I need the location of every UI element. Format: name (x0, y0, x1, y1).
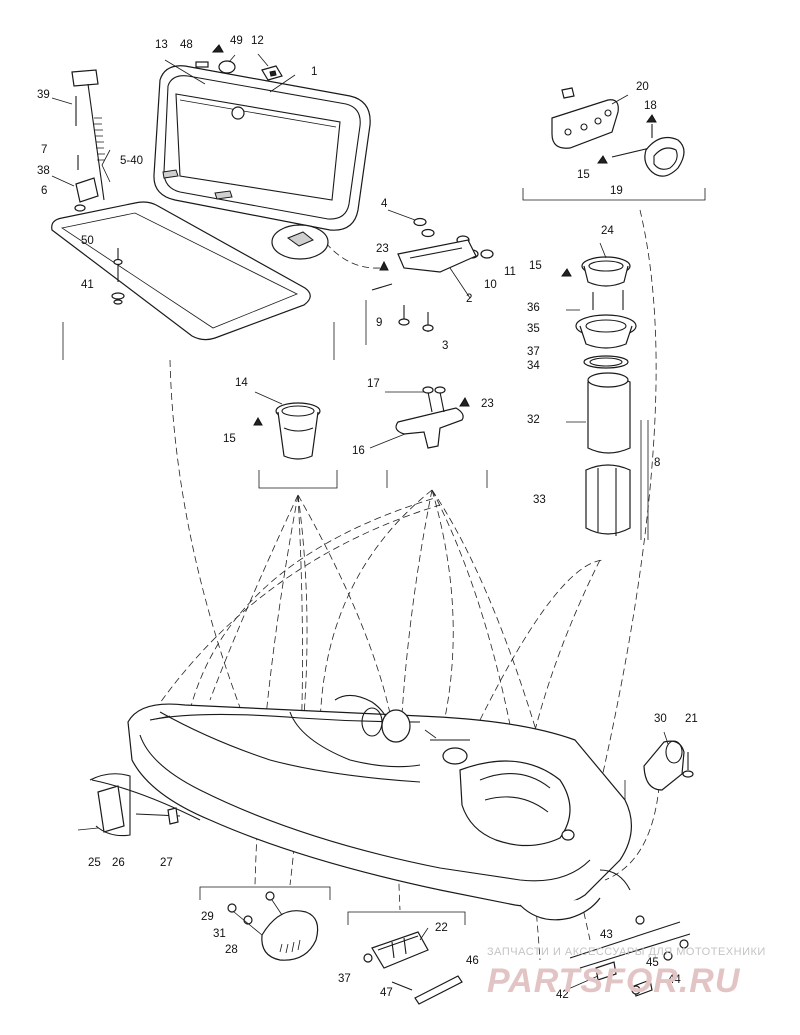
callout-c15b: 15 (529, 260, 542, 272)
callout-c45: 45 (646, 957, 659, 969)
callout-c10: 10 (484, 279, 497, 291)
callout-c42: 42 (556, 989, 569, 1001)
callout-c20: 20 (636, 81, 649, 93)
callout-c27: 27 (160, 857, 173, 869)
callout-c25: 25 (88, 857, 101, 869)
callout-c49: 49 (230, 35, 243, 47)
callout-c15a: 15 (577, 169, 590, 181)
callout-c37a: 37 (527, 346, 540, 358)
mooring-cleat (369, 386, 470, 449)
fuel-filler (561, 242, 637, 536)
callout-c29: 29 (201, 911, 214, 923)
callout-c23b: 23 (481, 398, 494, 410)
callout-c39: 39 (37, 89, 50, 101)
callout-c43: 43 (600, 929, 613, 941)
callout-c33: 33 (533, 494, 546, 506)
callout-c48: 48 (180, 39, 193, 51)
callout-c18: 18 (644, 100, 657, 112)
callout-c41: 41 (81, 279, 94, 291)
callout-c21: 21 (685, 713, 698, 725)
callout-c37b: 37 (338, 973, 351, 985)
callout-c35: 35 (527, 323, 540, 335)
callout-c44: 44 (668, 974, 681, 986)
callout-c2: 2 (466, 293, 472, 305)
watermark: ЗАПЧАСТИ И АКСЕССУАРЫ ДЛЯ МОТОТЕХНИКИ PA… (487, 946, 766, 1000)
lock-plate (363, 927, 463, 1005)
callout-c17: 17 (367, 378, 380, 390)
clip-assembly (565, 915, 691, 997)
callout-c15c: 15 (223, 433, 236, 445)
callout-c3: 3 (442, 340, 448, 352)
callout-c34: 34 (527, 360, 540, 372)
callout-c26: 26 (112, 857, 125, 869)
callout-c22: 22 (435, 922, 448, 934)
callout-c46: 46 (466, 955, 479, 967)
callout-c4: 4 (381, 198, 388, 210)
compartment-opening (51, 201, 311, 341)
watercraft-hull (77, 694, 633, 921)
callout-c11: 11 (504, 266, 516, 278)
callout-c36: 36 (527, 302, 540, 314)
callout-c16: 16 (352, 445, 365, 457)
cup-holder (253, 391, 321, 460)
callout-c31: 31 (213, 928, 226, 940)
callout-c28: 28 (225, 944, 238, 956)
watermark-brand: PARTSFOR.RU (487, 962, 741, 1000)
vent-cover (227, 891, 319, 961)
latch-parts (195, 44, 283, 81)
callout-c9: 9 (376, 317, 382, 329)
hinge-spring (51, 69, 105, 212)
callout-c23a: 23 (376, 243, 389, 255)
steering-bracket (551, 87, 685, 177)
watermark-tagline: ЗАПЧАСТИ И АКСЕССУАРЫ ДЛЯ МОТОТЕХНИКИ (487, 946, 766, 958)
storage-lid (153, 59, 371, 260)
callout-c32: 32 (527, 414, 540, 426)
group-brackets (62, 149, 706, 925)
callout-c30: 30 (654, 713, 667, 725)
callout-c24: 24 (601, 225, 614, 237)
callout-c19: 19 (610, 185, 623, 197)
callout-c1: 1 (311, 66, 317, 78)
side-cover (643, 731, 694, 791)
callout-c8: 8 (654, 457, 660, 469)
cleat-assembly (371, 209, 494, 332)
callout-c50: 50 (81, 235, 94, 247)
callout-c6: 6 (41, 185, 47, 197)
callout-c12: 12 (251, 35, 264, 47)
callout-c14: 14 (235, 377, 248, 389)
callout-c13: 13 (155, 39, 168, 51)
callout-c47: 47 (380, 987, 393, 999)
callout-c5-40: 5-40 (120, 155, 143, 167)
callout-c38: 38 (37, 165, 50, 177)
callout-c7: 7 (41, 144, 47, 156)
